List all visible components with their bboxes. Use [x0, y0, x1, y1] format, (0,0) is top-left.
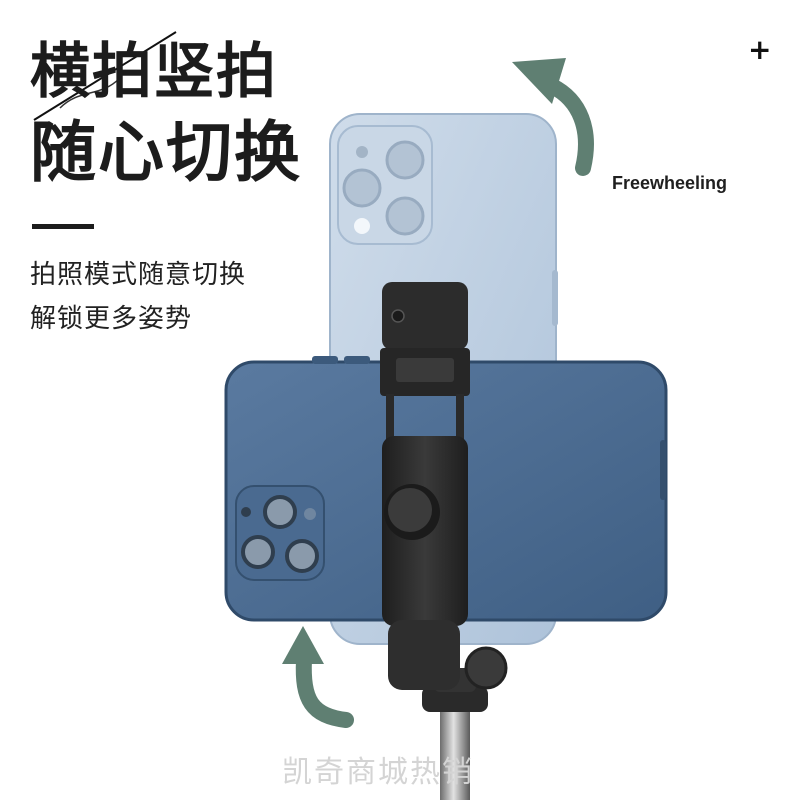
plus-icon: + — [748, 33, 772, 66]
headline-line-1: 横拍竖拍 — [30, 37, 278, 107]
description-line-1: 拍照模式随意切换 — [30, 260, 247, 290]
rotate-arrow-bottom-icon — [282, 626, 354, 728]
divider — [32, 224, 94, 229]
description-line-2: 解锁更多姿势 — [30, 304, 193, 334]
headline-line-2: 随心切换 — [30, 114, 302, 191]
scribble-mark-icon — [33, 31, 177, 121]
freewheeling-label: Freewheeling — [612, 173, 728, 193]
phone-holder-clamp — [380, 282, 508, 690]
rotate-arrow-top-icon — [512, 58, 594, 176]
watermark: 凯奇商城热销 — [282, 755, 474, 790]
